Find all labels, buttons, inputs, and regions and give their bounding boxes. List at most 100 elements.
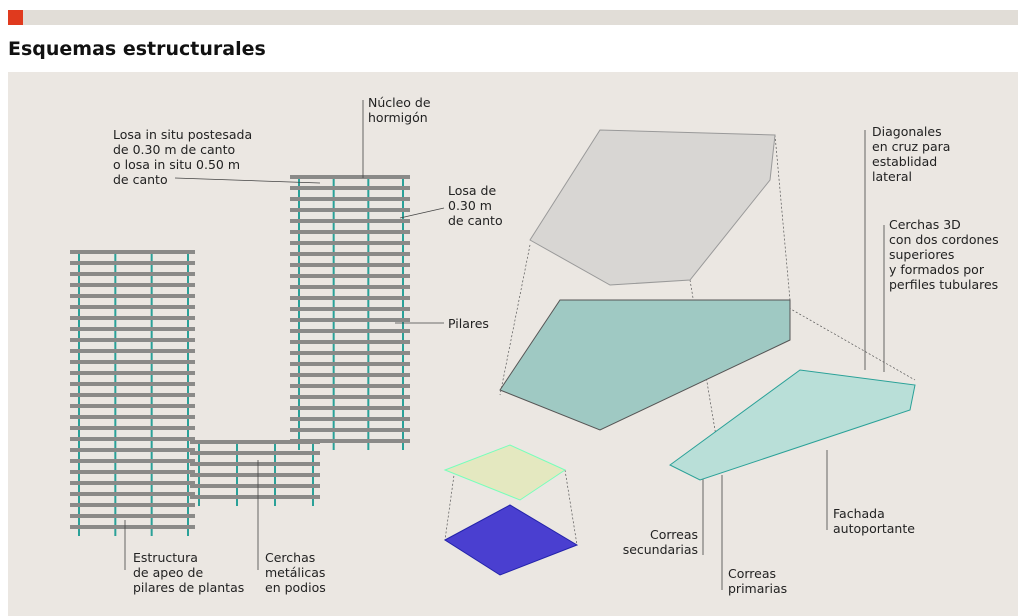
column	[78, 375, 80, 382]
column	[402, 300, 404, 307]
column	[332, 388, 335, 395]
slab-tower-left	[70, 261, 195, 265]
slab-tower-left	[70, 393, 195, 397]
column	[78, 518, 80, 525]
column	[150, 408, 153, 415]
column	[187, 485, 189, 492]
column	[332, 234, 335, 241]
column	[298, 377, 300, 384]
column	[114, 529, 117, 536]
column	[298, 267, 300, 274]
column	[187, 397, 189, 404]
column	[367, 322, 370, 329]
column	[114, 353, 117, 360]
column	[367, 377, 370, 384]
column	[402, 399, 404, 406]
slab-tower-right	[290, 373, 410, 377]
column	[150, 353, 153, 360]
column	[332, 410, 335, 417]
column	[114, 265, 117, 272]
slab-tower-left	[70, 503, 195, 507]
column	[187, 375, 189, 382]
slab-tower-left	[70, 305, 195, 309]
column	[298, 289, 300, 296]
column	[274, 444, 276, 451]
slab-podium	[190, 462, 320, 466]
column	[298, 410, 300, 417]
column	[402, 333, 404, 340]
column	[187, 342, 189, 349]
column	[332, 366, 335, 373]
column	[187, 529, 189, 536]
slab-tower-right	[290, 208, 410, 212]
column	[402, 278, 404, 285]
column	[332, 333, 335, 340]
column	[114, 463, 117, 470]
column	[114, 452, 117, 459]
column	[78, 441, 80, 448]
column	[114, 320, 117, 327]
column	[187, 452, 189, 459]
column	[402, 443, 404, 450]
column	[78, 320, 80, 327]
column	[78, 254, 80, 261]
column	[150, 452, 153, 459]
slab-tower-left	[70, 437, 195, 441]
slab-tower-right	[290, 362, 410, 366]
column	[114, 518, 117, 525]
column	[367, 190, 370, 197]
column	[114, 254, 117, 261]
column	[298, 344, 300, 351]
column	[298, 256, 300, 263]
column	[114, 419, 117, 426]
slab-tower-left	[70, 382, 195, 386]
column	[298, 201, 300, 208]
column	[367, 311, 370, 318]
column	[114, 298, 117, 305]
column	[150, 463, 153, 470]
column	[150, 287, 153, 294]
slab-tower-right	[290, 230, 410, 234]
slab-tower-left	[70, 448, 195, 452]
column	[298, 333, 300, 340]
column	[150, 342, 153, 349]
column	[114, 331, 117, 338]
column	[187, 364, 189, 371]
slab-tower-right	[290, 351, 410, 355]
slab-tower-left	[70, 525, 195, 529]
roof-model-top	[443, 444, 567, 501]
column	[78, 485, 80, 492]
column	[367, 245, 370, 252]
slab-tower-left	[70, 250, 195, 254]
column	[236, 499, 238, 506]
column	[150, 309, 153, 316]
column	[367, 256, 370, 263]
slab-tower-right	[290, 417, 410, 421]
column	[367, 443, 370, 450]
column	[187, 463, 189, 470]
column	[274, 466, 276, 473]
column	[114, 408, 117, 415]
column	[150, 419, 153, 426]
column	[236, 444, 238, 451]
slab-tower-left	[70, 514, 195, 518]
slab-podium	[190, 440, 320, 444]
column	[198, 477, 200, 484]
column	[332, 311, 335, 318]
column	[332, 399, 335, 406]
column	[114, 474, 117, 481]
facade-structure	[669, 369, 916, 481]
column	[150, 386, 153, 393]
slab-podium	[190, 495, 320, 499]
column	[150, 397, 153, 404]
column	[402, 201, 404, 208]
column	[150, 364, 153, 371]
column	[78, 419, 80, 426]
column	[367, 410, 370, 417]
column	[298, 223, 300, 230]
column	[78, 507, 80, 514]
